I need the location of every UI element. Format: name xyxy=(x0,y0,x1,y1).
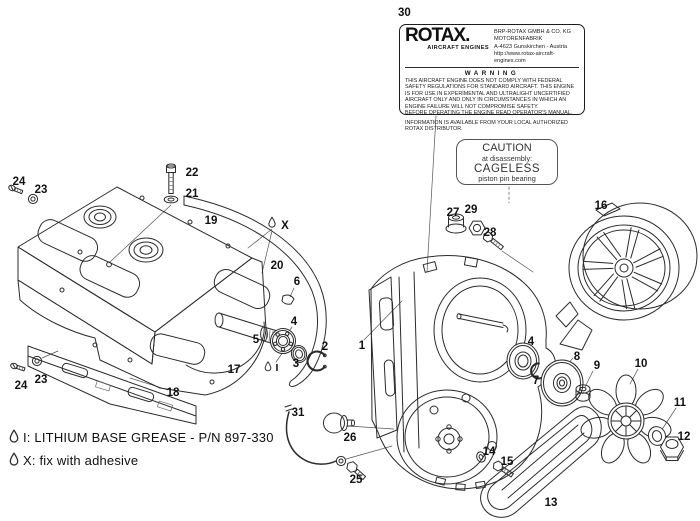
callout-28: 28 xyxy=(484,227,497,239)
grease-marker: I xyxy=(264,361,279,374)
adhesive-marker-letter: X xyxy=(281,220,289,232)
callout-4-left: 4 xyxy=(291,316,298,328)
rotax-logo: ROTAX. AIRCRAFT ENGINES xyxy=(405,25,489,65)
callout-8: 8 xyxy=(574,351,581,363)
callout-19: 19 xyxy=(205,215,218,227)
legend: I: LITHIUM BASE GREASE - P/N 897-330 X: … xyxy=(9,429,274,468)
callout-25: 25 xyxy=(350,474,363,486)
callout-7: 7 xyxy=(533,375,539,387)
part-mounting-bracket xyxy=(27,345,197,425)
part-bolt-25 xyxy=(346,461,367,481)
part-woodruff-key xyxy=(281,294,295,305)
company-line: A-4623 Gunskirchen - Austria xyxy=(494,43,568,50)
part-washer-11 xyxy=(647,426,667,446)
callout-10: 10 xyxy=(635,358,648,370)
part-plug xyxy=(323,412,355,434)
callout-13: 13 xyxy=(545,497,558,509)
callout-11: 11 xyxy=(674,397,687,409)
part-lock-nut xyxy=(660,436,684,461)
callout-20: 20 xyxy=(271,260,284,272)
part-bearing-right xyxy=(506,342,540,380)
part-bolt-15 xyxy=(493,460,514,478)
callout-24-top: 24 xyxy=(13,176,26,188)
part-retaining-strap xyxy=(183,195,327,387)
rotax-brand-text: ROTAX. xyxy=(405,25,470,46)
callout-1: 1 xyxy=(359,340,366,352)
part-nut-29 xyxy=(468,220,486,236)
rotax-label-header: ROTAX. AIRCRAFT ENGINES BRP-ROTAX GMBH &… xyxy=(405,25,579,69)
part-washer-23-top xyxy=(27,193,39,205)
part-bolt-22 xyxy=(166,163,176,194)
grease-marker-letter: I xyxy=(276,362,279,374)
part-cooling-shroud-bottom xyxy=(17,257,271,396)
part-screw-24-top xyxy=(8,184,24,195)
rotax-brand-subtext: AIRCRAFT ENGINES xyxy=(427,45,489,52)
part-circlip-left xyxy=(306,350,327,372)
callout-21: 21 xyxy=(186,188,199,200)
part-washer-23-bottom xyxy=(31,355,43,367)
warning-paragraph: BEFORE OPERATING THE ENGINE READ OPERATO… xyxy=(405,110,573,117)
adhesive-marker: X xyxy=(268,216,289,232)
part-pulley xyxy=(540,359,584,407)
part-axial-fan xyxy=(580,374,672,464)
part-washer-14 xyxy=(476,451,486,463)
callout-18: 18 xyxy=(167,387,180,399)
callout-2: 2 xyxy=(322,341,328,353)
caution-line: CAGELESS xyxy=(474,162,540,175)
warning-paragraph: THIS AIRCRAFT ENGINE DOES NOT COMPLY WIT… xyxy=(405,77,575,110)
callout-24-bottom: 24 xyxy=(15,380,28,392)
caution-box: CAUTION at disassembly: CAGELESS piston … xyxy=(456,139,558,185)
part-fan-guard xyxy=(555,202,698,351)
callout-30: 30 xyxy=(398,7,411,19)
company-line: MOTORENFABRIK xyxy=(494,36,543,43)
callout-6: 6 xyxy=(294,276,300,288)
part-grommet xyxy=(445,213,467,234)
company-line: BRP-ROTAX GMBH & CO. KG xyxy=(494,29,571,35)
callout-9: 9 xyxy=(594,360,600,372)
part-cooling-shroud-top xyxy=(17,186,253,365)
callout-3: 3 xyxy=(293,358,299,370)
caution-title: CAUTION xyxy=(482,142,532,154)
warning-title: WARNING xyxy=(464,69,520,77)
part-washer-21 xyxy=(163,195,179,204)
callout-17: 17 xyxy=(228,364,241,376)
warning-paragraph: INFORMATION IS AVAILABLE FROM YOUR LOCAL… xyxy=(405,119,568,133)
rotax-warning-label: ROTAX. AIRCRAFT ENGINES BRP-ROTAX GMBH &… xyxy=(399,24,585,132)
legend-adhesive-line: X: fix with adhesive xyxy=(23,453,138,468)
part-v-belt xyxy=(480,406,602,518)
caution-line: at disassembly: xyxy=(481,153,533,163)
legend-grease-line: I: LITHIUM BASE GREASE - P/N 897-330 xyxy=(23,430,274,445)
callout-12: 12 xyxy=(678,431,691,443)
company-line: http://www.rotax-aircraft-engines.com xyxy=(494,50,555,65)
callout-26: 26 xyxy=(344,432,357,444)
part-seal-ring xyxy=(290,345,308,363)
callout-31: 31 xyxy=(292,407,305,419)
callout-5: 5 xyxy=(253,334,260,346)
callout-16: 16 xyxy=(595,200,608,212)
part-cable xyxy=(284,404,347,467)
callout-22: 22 xyxy=(186,167,199,179)
part-bolt-28 xyxy=(482,231,504,251)
part-number-labels: 30 22 21 19 20 6 24 23 5 4 3 2 1 17 18 2… xyxy=(13,7,691,509)
caution-line: piston pin bearing xyxy=(478,174,536,183)
callout-23-bottom: 23 xyxy=(35,374,48,386)
part-spacer-bushing xyxy=(575,384,591,402)
part-bearing-left xyxy=(270,328,296,354)
callout-23-top: 23 xyxy=(35,184,48,196)
callout-15: 15 xyxy=(501,456,514,468)
rotax-company-address: BRP-ROTAX GMBH & CO. KG MOTORENFABRIK A-… xyxy=(494,28,579,65)
part-screw-24-bottom xyxy=(10,362,26,372)
callout-14: 14 xyxy=(483,446,496,458)
callout-29: 29 xyxy=(465,204,478,216)
callout-27: 27 xyxy=(447,207,460,219)
callout-4-right: 4 xyxy=(528,336,535,348)
part-shaft xyxy=(214,312,279,345)
